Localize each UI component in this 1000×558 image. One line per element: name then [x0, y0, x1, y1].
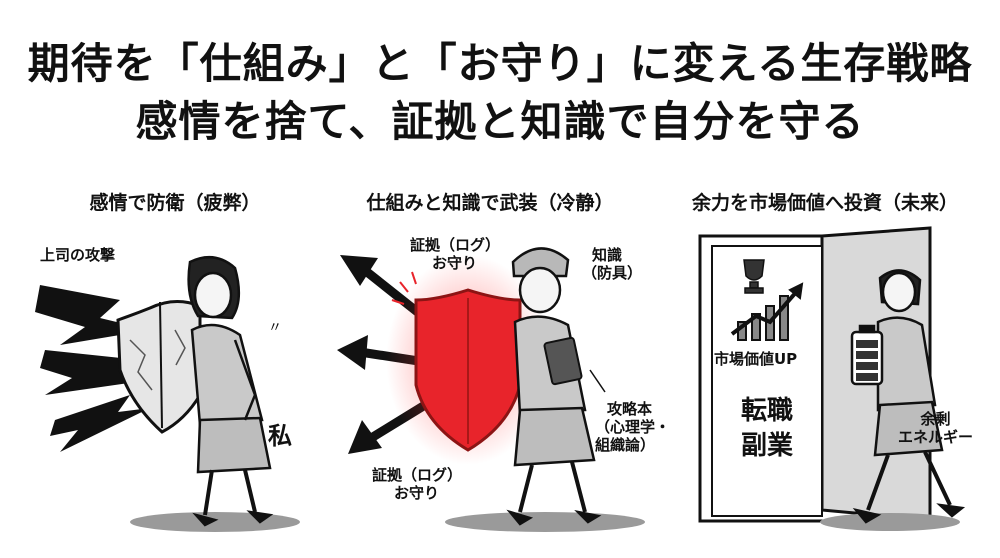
evidence-label-bottom: 証拠（ログ） お守り [372, 466, 462, 502]
evidence-label-top-line1: 証拠（ログ） [410, 236, 501, 254]
career-label-line2: 副業 [740, 431, 793, 462]
evidence-label-top-line2: お守り [432, 254, 478, 272]
energy-label-line2: エネルギー [898, 428, 974, 446]
attack-label: 上司の攻撃 [40, 246, 116, 264]
career-label: 転職 副業 [722, 394, 812, 464]
book-label: 攻略本 （心理学・ 組織論） [595, 400, 670, 454]
panel-3-heading: 余力を市場価値へ投資（未来） [691, 192, 958, 214]
panel-3-art [698, 226, 966, 531]
title-line-2: 感情を捨て、証拠と知識で自分を守る [135, 97, 865, 146]
panel-2-heading: 仕組みと知識で武装（冷静） [366, 192, 614, 214]
red-shield-icon [414, 288, 522, 452]
armored-woman-figure [506, 247, 602, 526]
book-icon [543, 336, 583, 386]
panel-2-art [337, 247, 645, 532]
knowledge-label-line2: （防具） [582, 264, 643, 282]
title-line-1: 期待を「仕組み」と「お守り」に変える生存戦略 [27, 39, 973, 88]
battery-icon [850, 324, 884, 386]
trophy-icon [743, 259, 765, 294]
walking-woman-figure [852, 269, 966, 524]
panel-1-heading: 感情で防衛（疲弊） [89, 192, 261, 214]
self-label: 私 [268, 422, 292, 450]
book-label-line3: 組織論） [595, 436, 656, 454]
knowledge-label: 知識 （防具） [582, 246, 642, 282]
energy-label-line1: 余剰 [920, 410, 951, 428]
market-value-label: 市場価値UP [714, 350, 798, 368]
career-label-line1: 転職 [740, 396, 793, 426]
book-label-line1: 攻略本 [607, 400, 653, 418]
evidence-label-top: 証拠（ログ） お守り [410, 236, 500, 272]
tired-woman-figure [187, 255, 274, 527]
growth-chart-icon [730, 282, 804, 341]
energy-label: 余剰 エネルギー [898, 410, 973, 446]
cracked-shield-icon [116, 300, 202, 434]
evidence-label-bottom-line1: 証拠（ログ） [372, 466, 463, 484]
evidence-label-bottom-line2: お守り [394, 484, 440, 502]
panel-1-art: 〃 [35, 255, 300, 532]
knowledge-label-line1: 知識 [592, 246, 623, 264]
svg-text:〃: 〃 [268, 320, 282, 336]
book-label-line2: （心理学・ [595, 418, 671, 436]
